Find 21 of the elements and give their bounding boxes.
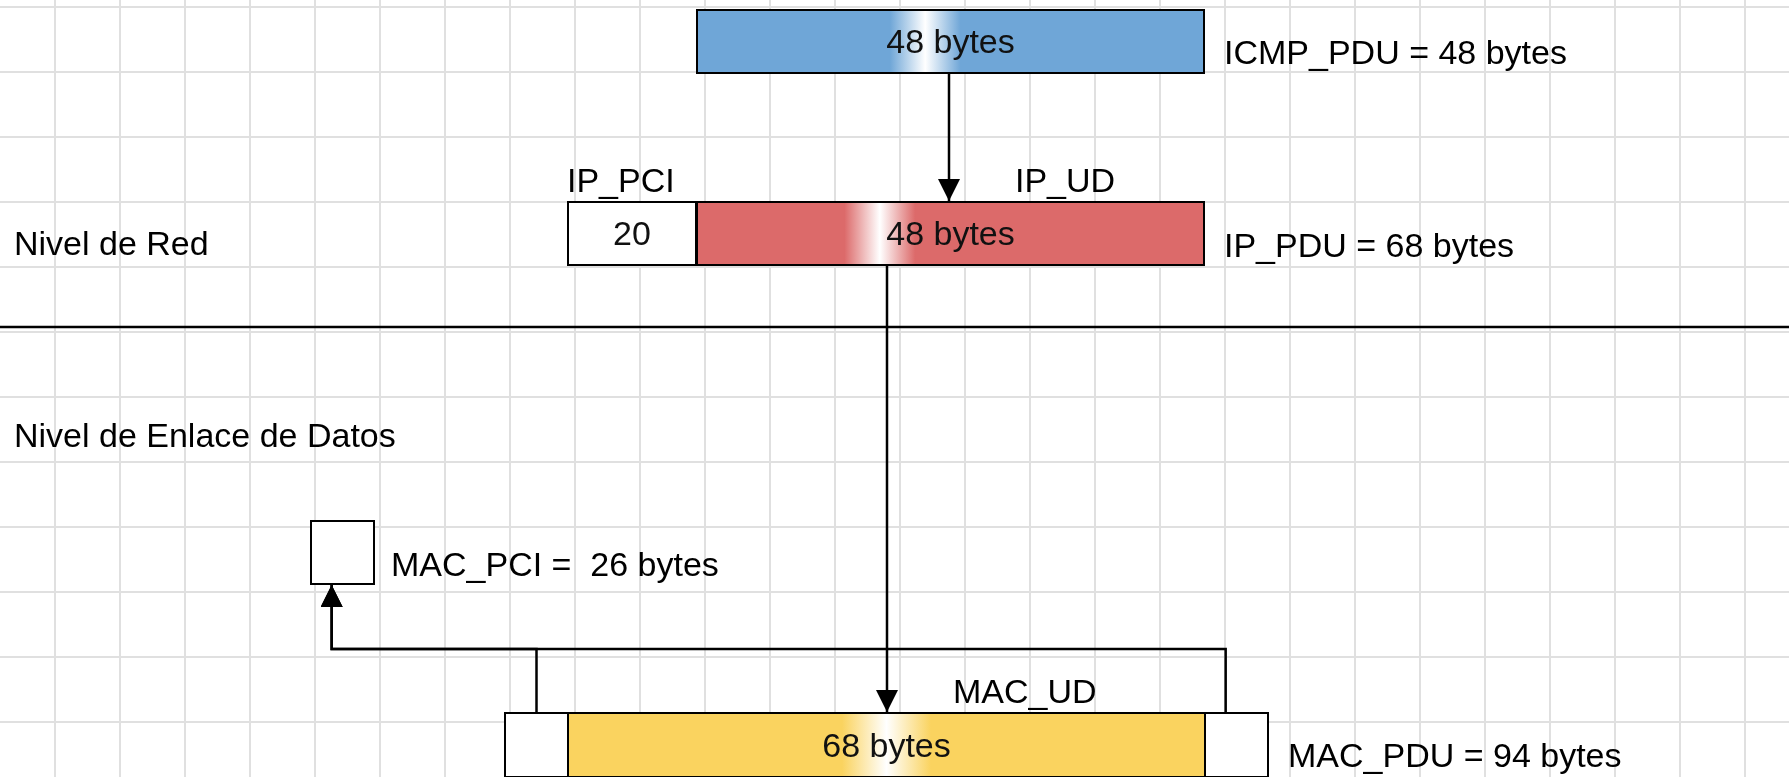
field-name: MAC_UD bbox=[953, 672, 1097, 710]
arrow bbox=[938, 74, 960, 201]
field-name: IP_PDU = 68 bytes bbox=[1224, 226, 1515, 264]
field-name: MAC_PCI = 26 bytes bbox=[391, 545, 719, 583]
annotation-label: Nivel de Enlace de Datos bbox=[14, 416, 396, 454]
size-label: 68 bytes bbox=[822, 725, 951, 765]
empty-field bbox=[310, 520, 375, 585]
size-label: 20 bbox=[613, 214, 651, 253]
size-label: 48 bytes bbox=[886, 214, 1015, 253]
size-label: 48 bytes bbox=[886, 22, 1015, 61]
field-name: IP_UD bbox=[1015, 161, 1116, 199]
field-name: IP_PCI bbox=[567, 161, 675, 199]
arrow bbox=[876, 266, 898, 712]
field-name: ICMP_PDU = 48 bytes bbox=[1224, 33, 1567, 71]
data-field bbox=[696, 201, 1205, 266]
data-field bbox=[696, 9, 1205, 74]
data-field bbox=[567, 712, 1206, 777]
annotation-label: MAC_PDU = 94 bytes bbox=[1288, 736, 1622, 774]
data-field bbox=[567, 201, 697, 266]
annotation-label: Nivel de Red bbox=[14, 224, 209, 262]
arrow bbox=[320, 585, 1227, 712]
